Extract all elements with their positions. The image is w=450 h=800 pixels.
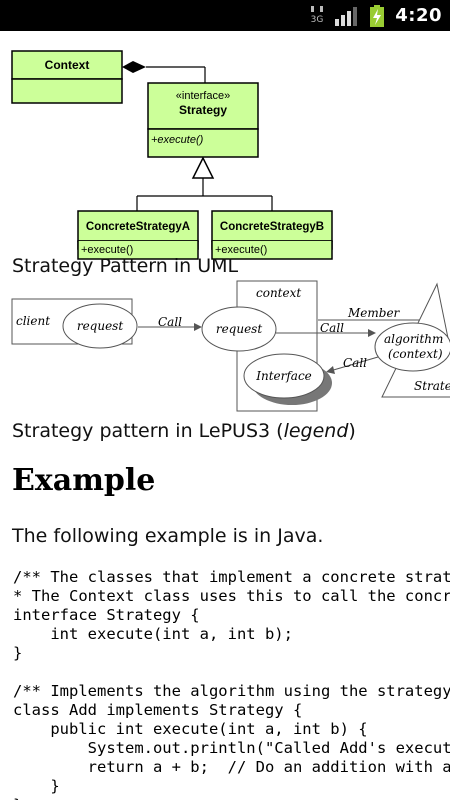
algorithm-context-label: (context) (388, 347, 443, 361)
signal-strength-icon (335, 6, 358, 26)
call-label-2: Call (320, 321, 344, 335)
code-line: } (13, 777, 60, 795)
uml-caption: Strategy Pattern in UML (12, 255, 239, 277)
code-line: * The Context class uses this to call th… (13, 587, 450, 605)
concrete-methods-row: +execute() +execute() (77, 241, 333, 260)
uml-diagram: Context «interface» Strategy +execute() … (11, 50, 333, 250)
context-request-ellipse (201, 306, 277, 352)
context-label: context (256, 286, 301, 300)
composition-diamond (122, 61, 146, 73)
code-line: return a + b; // Do an addition with a a… (87, 758, 450, 776)
code-line: interface Strategy { (13, 606, 200, 624)
interface-stereotype: «interface» (176, 90, 230, 102)
interface-name: Strategy (179, 103, 227, 117)
member-label: Member (347, 306, 401, 320)
client-label: client (16, 314, 50, 328)
client-request-label: request (77, 319, 124, 333)
interface-ellipse (243, 353, 325, 399)
code-line: System.out.println("Called Add's execute… (87, 739, 450, 757)
concrete-strategy-a-method: +execute() (81, 244, 133, 256)
battery-charging-icon (370, 4, 385, 27)
lepus-caption: Strategy pattern in LePUS3 (legend) (12, 420, 356, 442)
interface-method: +execute() (151, 134, 204, 146)
intro-paragraph: The following example is in Java. (12, 525, 324, 547)
code-line: int execute(int a, int b); (13, 625, 293, 643)
concrete-strategy-b-box (211, 210, 333, 242)
interface-label: Interface (255, 369, 312, 383)
context-request-label: request (216, 322, 263, 336)
network-3g-icon: 3G (311, 5, 324, 25)
algorithm-ellipse (374, 322, 450, 372)
call-label-3: Call (343, 356, 367, 370)
call-label-1: Call (158, 315, 182, 329)
concrete-strategy-b-method: +execute() (215, 244, 267, 256)
code-line: public int execute(int a, int b) { (13, 720, 368, 738)
strategy-partial-label: Strate (414, 379, 450, 393)
lepus-caption-suffix: ) (348, 420, 356, 442)
concrete-strategy-a-name: ConcreteStrategyA (86, 221, 190, 233)
concrete-strategy-b-name: ConcreteStrategyB (220, 221, 324, 233)
code-line: /** Implements the algorithm using the s… (13, 682, 450, 700)
section-heading: Example (12, 463, 156, 498)
code-line: class Add implements Strategy { (13, 701, 303, 719)
legend-link[interactable]: legend (283, 420, 349, 442)
client-request-ellipse (62, 303, 138, 349)
status-icons: 3G 4:20 (309, 0, 450, 31)
algorithm-label: algorithm (384, 332, 443, 346)
article-content: Context «interface» Strategy +execute() … (0, 31, 450, 800)
clock-time: 4:20 (395, 5, 442, 26)
context-class-box (11, 50, 123, 80)
code-line: /** The classes that implement a concret… (13, 568, 450, 586)
network-3g-label: 3G (311, 15, 324, 25)
strategy-interface-box (147, 82, 259, 130)
code-line: } (13, 796, 22, 800)
code-line: } (13, 644, 23, 662)
generalization-arrow (191, 156, 215, 179)
lepus-caption-prefix: Strategy pattern in LePUS3 ( (12, 420, 284, 442)
status-bar: 3G 4:20 (0, 0, 450, 31)
lepus3-diagram: client request Call context request Call… (11, 280, 450, 412)
code-block: /** The classes that implement a concret… (13, 568, 450, 800)
context-class-name: Context (45, 58, 90, 72)
